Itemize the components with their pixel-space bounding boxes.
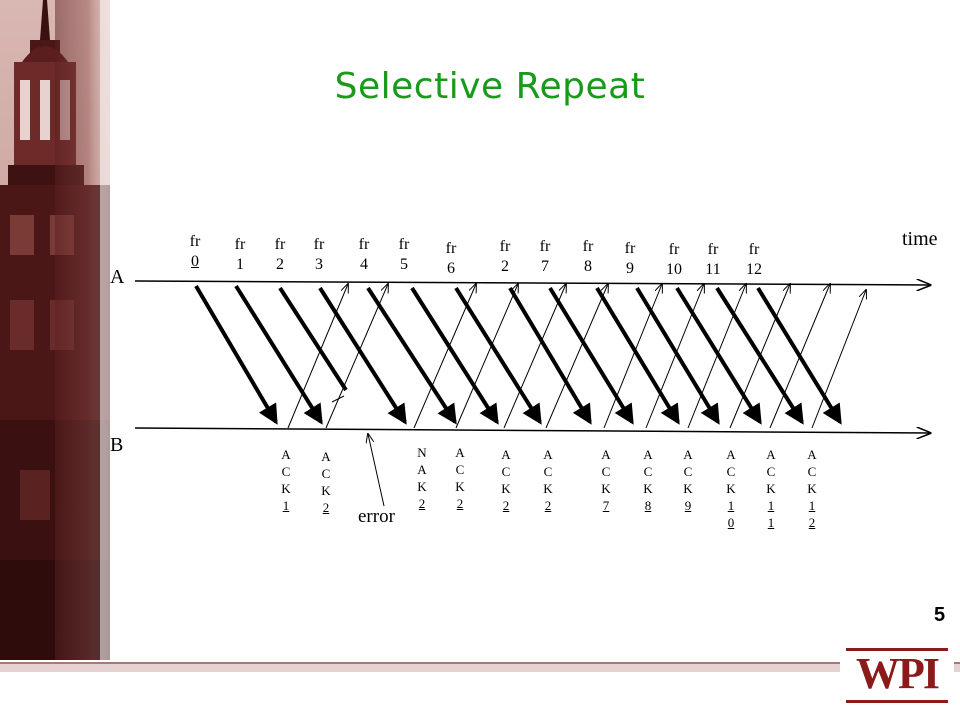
frame-arrow <box>410 286 499 425</box>
ack-arrow <box>503 284 566 429</box>
frame-arrow <box>366 286 457 425</box>
station-b-label: B <box>110 434 124 456</box>
nak-arrow <box>413 284 476 429</box>
station-a-label: A <box>110 266 125 288</box>
wpi-logo <box>840 644 954 708</box>
frame-arrow <box>508 286 592 425</box>
slide-title: Selective Repeat <box>334 66 646 107</box>
ack-arrow <box>455 284 518 429</box>
page-number: 5 <box>934 604 946 626</box>
footer-band <box>0 660 960 720</box>
ack-arrow <box>729 284 790 429</box>
frame-arrow <box>595 286 680 425</box>
ack-arrow <box>645 284 704 429</box>
error-mark <box>331 395 345 403</box>
frame-arrow <box>635 286 720 425</box>
ack-arrow <box>811 290 866 429</box>
building-photo <box>0 0 115 660</box>
frame-arrow <box>715 286 804 425</box>
frame-arrow <box>234 284 323 425</box>
error-arrow <box>368 434 385 507</box>
ack-arrow <box>287 284 348 429</box>
frame-arrow-lost <box>278 286 348 392</box>
frame-arrow <box>318 286 407 425</box>
frame-arrow <box>756 286 842 425</box>
ack-arrow <box>325 284 388 429</box>
frame-arrow <box>675 286 762 425</box>
ack-arrow <box>603 284 662 429</box>
ack-arrow <box>545 284 608 429</box>
frame-arrow <box>194 284 278 425</box>
timeline-b <box>134 428 930 433</box>
wpi-logo-text: WPI <box>856 649 940 698</box>
error-label: error <box>358 506 395 527</box>
time-label: time <box>902 228 938 250</box>
frame-arrow <box>454 286 542 425</box>
timeline-a <box>134 281 930 285</box>
frame-arrow <box>548 286 634 425</box>
ack-arrow <box>769 284 830 429</box>
ack-arrow <box>687 284 746 429</box>
